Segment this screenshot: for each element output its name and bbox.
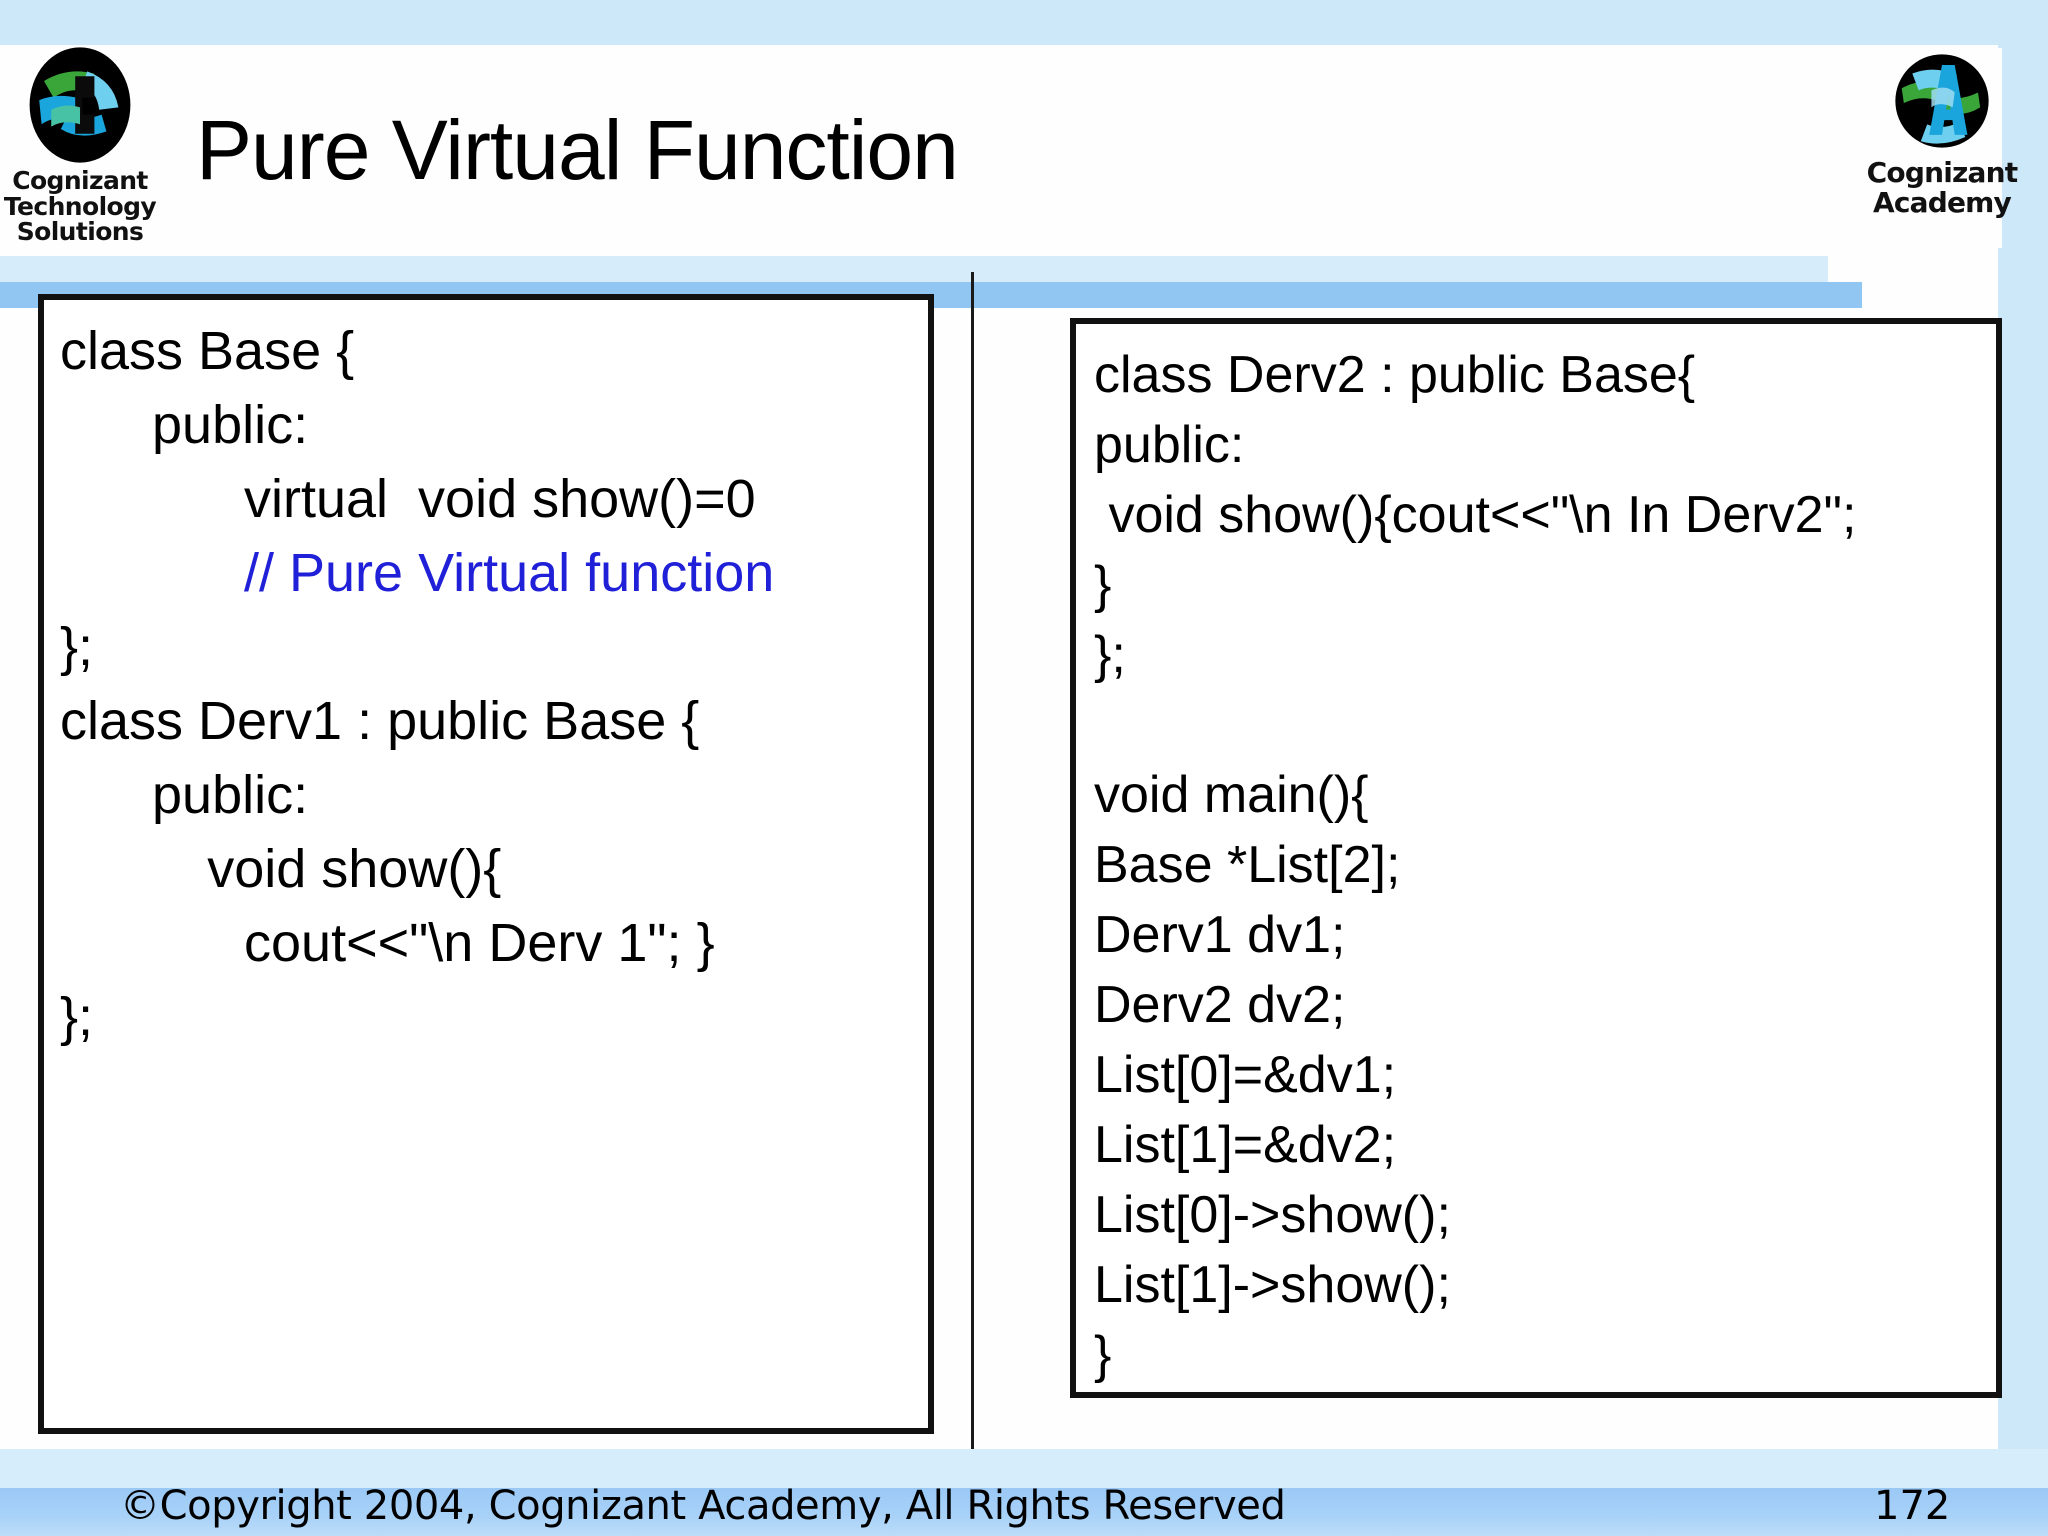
code-line [1094, 690, 1996, 760]
code-line: Base *List[2]; [1094, 836, 1401, 894]
cognizant-technology-solutions-logo: Cognizant Technology Solutions [4, 45, 157, 245]
code-line: void show(){ [207, 839, 502, 899]
code-line: virtual void show()=0 [244, 469, 756, 529]
top-margin-strip [0, 0, 2048, 45]
code-line: void main(){ [1094, 766, 1369, 824]
code-line: public: [1094, 416, 1245, 474]
code-line: cout<<"\n Derv 1"; } [244, 913, 715, 973]
logo-left-line2: Technology [3, 191, 157, 221]
code-line: List[1]=&dv2; [1094, 1116, 1397, 1174]
code-line: Derv1 dv1; [1094, 906, 1346, 964]
code-line: List[0]=&dv1; [1094, 1046, 1397, 1104]
cognizant-academy-logo: Cognizant Academy [1867, 48, 2018, 248]
code-line: } [1094, 1326, 1112, 1384]
footer-pale-strip [0, 1449, 2048, 1488]
page-title: Pure Virtual Function [196, 103, 959, 197]
cognizant-academy-globe-icon [1895, 54, 1989, 148]
code-line: class Derv2 : public Base{ [1094, 346, 1696, 404]
code-line: class Derv1 : public Base { [60, 691, 700, 751]
cognizant-globe-icon [29, 47, 131, 163]
code-line: Derv2 dv2; [1094, 976, 1346, 1034]
code-line: }; [1094, 626, 1126, 684]
code-line: }; [60, 617, 94, 677]
code-line: public: [152, 765, 309, 825]
code-line: class Base { [60, 321, 355, 381]
page-number: 172 [1874, 1483, 1951, 1529]
column-divider-line [971, 272, 974, 1485]
logo-left-text: Cognizant Technology Solutions [3, 166, 157, 246]
logo-left-line3: Solutions [16, 217, 144, 246]
left-code-box: class Base { public: virtual void show()=0… [38, 294, 934, 1434]
code-line: // Pure Virtual function [244, 543, 775, 603]
code-line: } [1094, 556, 1112, 614]
code-line: void show(){cout<<"\n In Derv2"; [1094, 486, 1857, 544]
logo-right-line1: Cognizant [1866, 156, 2018, 189]
footer-band [0, 1488, 2048, 1536]
code-line: List[0]->show(); [1094, 1186, 1451, 1244]
right-code-lines: class Derv2 : public Base{ public: void s… [1076, 324, 1996, 1390]
code-line: List[1]->show(); [1094, 1256, 1451, 1314]
code-line: public: [152, 395, 309, 455]
logo-right-text: Cognizant Academy [1867, 158, 2018, 217]
right-code-box: class Derv2 : public Base{ public: void s… [1070, 318, 2002, 1398]
copyright-text: ©Copyright 2004, Cognizant Academy, All … [120, 1483, 1286, 1529]
title-divider-bar-pale [0, 256, 1828, 282]
left-code-lines: class Base { public: virtual void show()=0… [44, 300, 928, 1054]
logo-right-line2: Academy [1872, 185, 2012, 219]
logo-left-line1: Cognizant [12, 166, 148, 195]
code-line: }; [60, 987, 94, 1047]
